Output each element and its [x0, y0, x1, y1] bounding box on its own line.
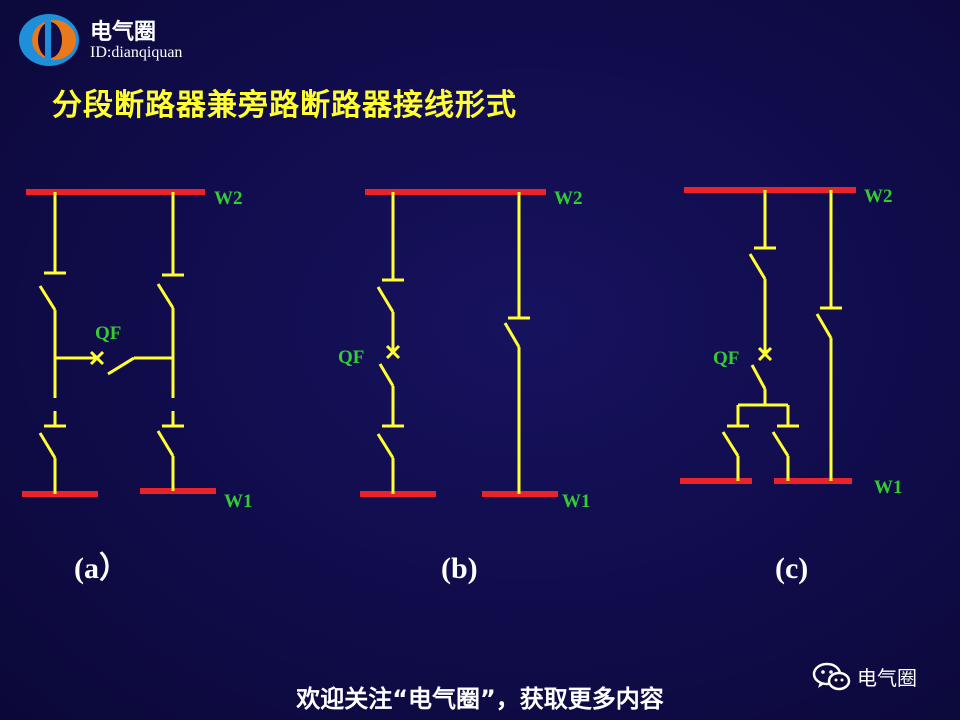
- breaker-x-mark: [385, 344, 401, 360]
- disconnector-switch: [156, 283, 175, 309]
- disconnector-switch: [771, 431, 790, 457]
- breaker-label-qf: QF: [338, 347, 364, 368]
- page-title: 分段断路器兼旁路断路器接线形式: [52, 88, 517, 123]
- bus-label-w2: W2: [214, 188, 243, 209]
- footer-text: 欢迎关注“电气圈”，获取更多内容: [296, 685, 664, 713]
- diagram-c: [680, 187, 856, 484]
- disconnector-switch: [38, 285, 57, 311]
- breaker-label-qf: QF: [95, 323, 121, 344]
- disconnector-switch: [815, 313, 833, 339]
- caption-b: (b): [441, 552, 478, 585]
- disconnector-switch: [38, 432, 57, 459]
- breaker-contact: [750, 364, 767, 390]
- disconnector-switch: [503, 322, 521, 348]
- bus-label-w1: W1: [224, 491, 253, 512]
- disconnector-switch: [376, 433, 395, 459]
- breaker-x-mark: [757, 346, 773, 362]
- bus-label-w1: W1: [562, 491, 591, 512]
- brand-id: ID:dianqiquan: [90, 44, 183, 61]
- breaker-contact: [378, 363, 395, 387]
- breaker-label-qf: QF: [713, 348, 739, 369]
- bus-label-w2: W2: [864, 186, 893, 207]
- breaker-contact: [107, 356, 135, 376]
- bus-label-w2: W2: [554, 188, 583, 209]
- caption-c: (c): [775, 552, 808, 585]
- diagram-a: [22, 189, 216, 497]
- caption-a: (a）: [74, 551, 129, 585]
- disconnector-switch: [748, 253, 767, 280]
- disconnector-switch: [156, 430, 175, 457]
- wechat-icon[interactable]: [812, 662, 852, 692]
- brand-logo-icon: [19, 14, 79, 66]
- diagram-b: [360, 189, 558, 497]
- breaker-x-mark: [89, 350, 105, 366]
- disconnector-switch: [721, 431, 740, 457]
- disconnector-switch: [376, 286, 395, 313]
- brand-name: 电气圈: [90, 20, 157, 45]
- bus-label-w1: W1: [874, 477, 903, 498]
- wechat-account-name[interactable]: 电气圈: [857, 666, 917, 690]
